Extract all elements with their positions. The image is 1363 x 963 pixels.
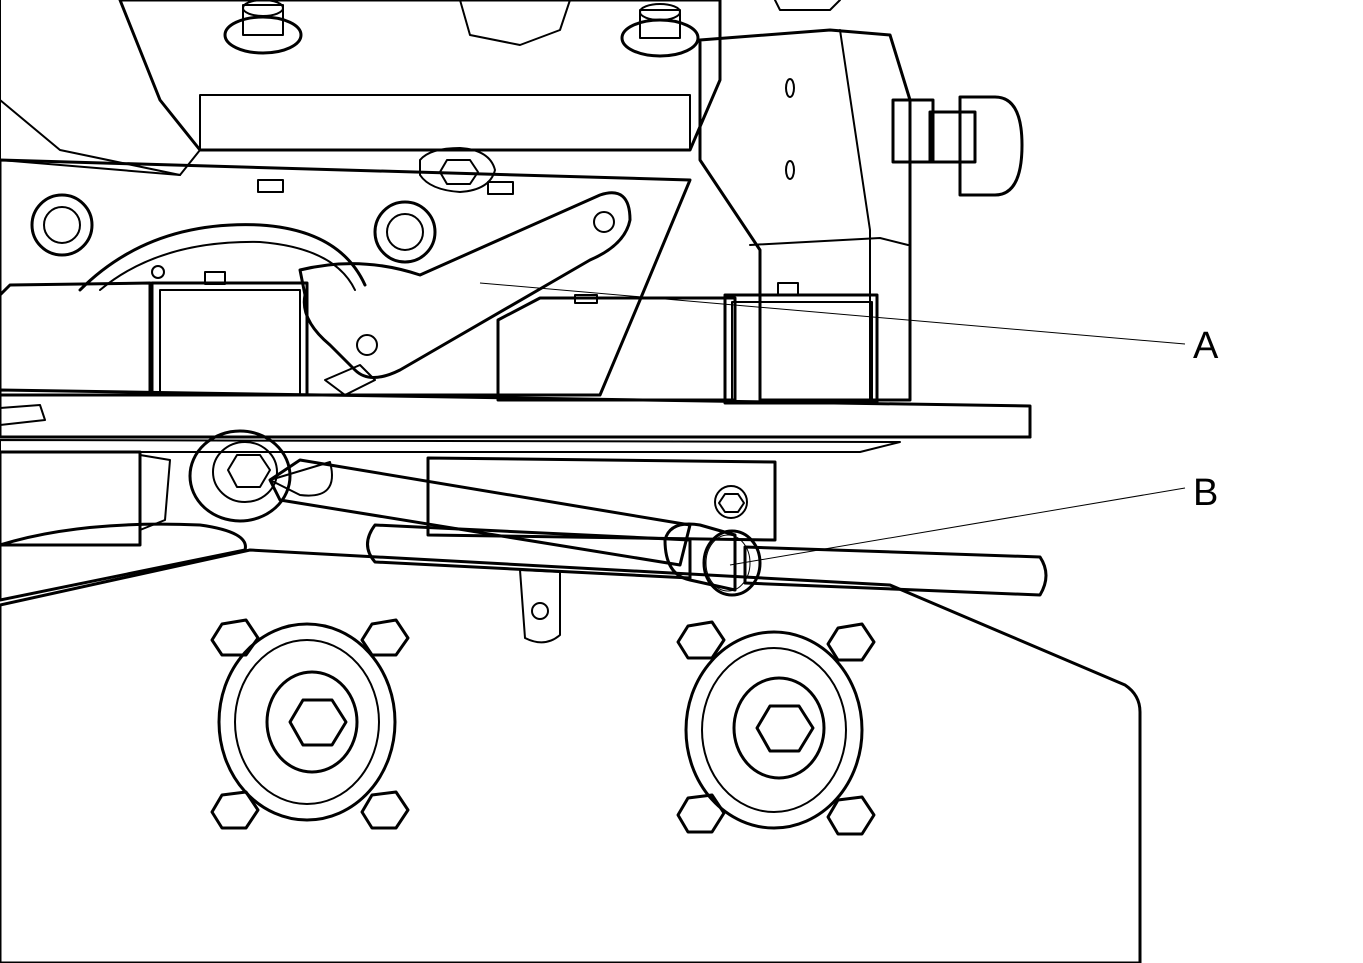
upper-cap-screw-left [223,0,303,55]
release-handle [366,522,1048,597]
link-rod [268,458,692,567]
drive-wheel [78,223,367,292]
callout-b-leader-line [729,487,1186,566]
table-plate [0,388,1032,453]
base-plate [0,548,1142,963]
upper-mounting-block [0,0,722,176]
vertical-bracket-lower [426,456,777,542]
lever-arm [298,191,632,396]
callout-a-leader-line [479,282,1186,345]
flange-bearing-left [210,618,410,830]
upper-cap-screw-right [620,3,700,58]
pivot-bolt [188,429,292,523]
right-vertical-bracket [698,28,912,402]
lower-left-structure [0,450,171,547]
right-slide-block [496,282,879,405]
flange-bearing-right [676,620,876,836]
lower-roller [0,522,247,602]
callout-a-label: A [1193,325,1219,367]
left-slide-block [0,271,309,397]
adjustment-knob [774,0,1024,197]
callout-b-label: B [1193,472,1218,514]
side-plate [0,147,692,397]
